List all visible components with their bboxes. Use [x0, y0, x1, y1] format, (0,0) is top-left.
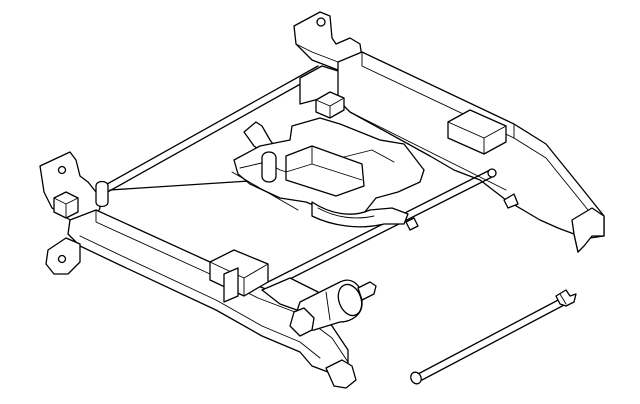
- right-seat-rail: [293, 11, 605, 253]
- drive-cable: [410, 289, 577, 385]
- front-cross-rail: [263, 168, 497, 291]
- center-mechanism: [109, 117, 425, 231]
- height-adjust-motor: [289, 279, 377, 337]
